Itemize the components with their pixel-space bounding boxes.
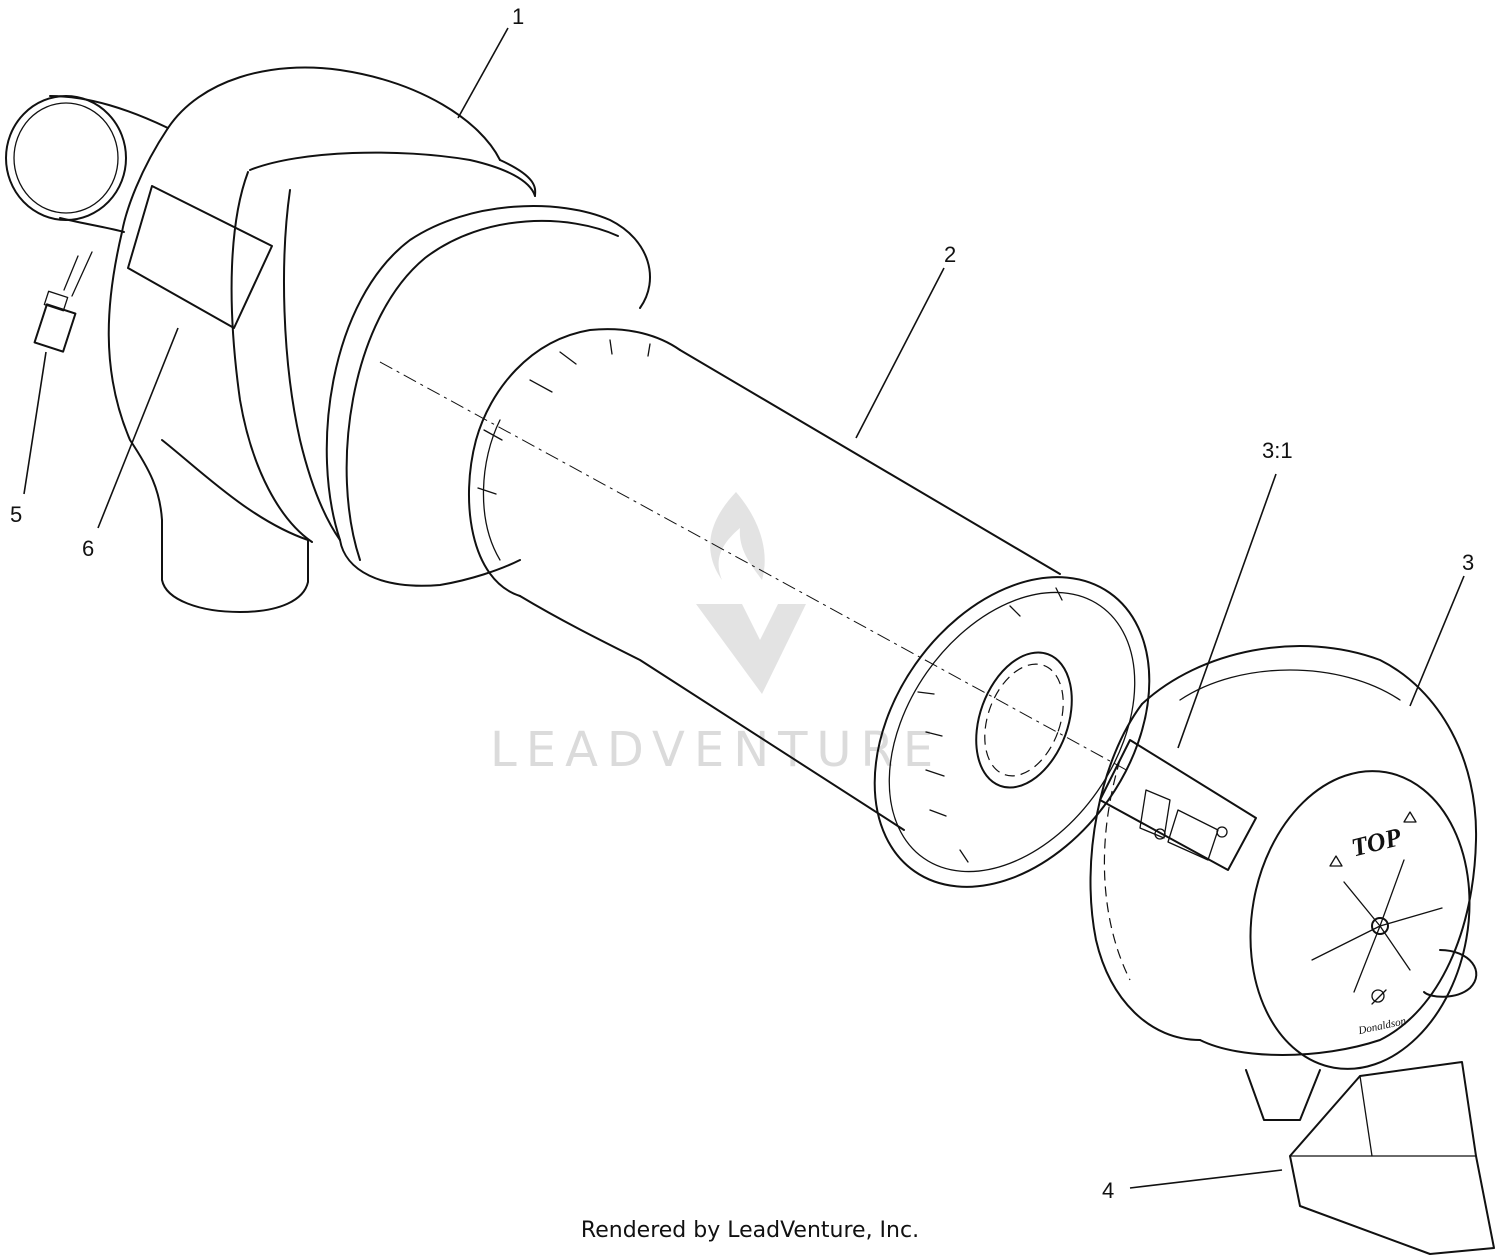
leader-lines	[23, 27, 1465, 1189]
callout-4: 4	[1102, 1178, 1114, 1203]
part-filter-element	[467, 328, 1151, 888]
watermark-flame-icon	[710, 492, 765, 580]
callout-3: 3	[1462, 550, 1474, 575]
part-cover-clip	[1099, 739, 1257, 871]
callout-1: 1	[512, 4, 524, 29]
callout-3-1: 3:1	[1262, 438, 1293, 463]
part-housing-ring	[325, 205, 651, 587]
callout-5: 5	[10, 502, 22, 527]
watermark-v-icon	[696, 604, 806, 694]
cover-brand-label: Donaldson	[1356, 1015, 1407, 1037]
callout-6: 6	[82, 536, 94, 561]
cover-rib-star-icon	[1311, 859, 1443, 993]
donaldson-logo-icon	[1371, 989, 1387, 1005]
part-cover: TOP Donaldson	[1089, 645, 1478, 1121]
part-vacuator-valve	[1289, 1061, 1495, 1255]
watermark: LEADVENTURE	[490, 492, 942, 778]
center-axis-line	[379, 361, 1131, 773]
part-housing	[5, 66, 537, 613]
watermark-text: LEADVENTURE	[490, 722, 942, 778]
render-credit: Rendered by LeadVenture, Inc.	[580, 1218, 920, 1243]
callouts: 1 2 3:1 3 4 5 6	[10, 4, 1474, 1203]
cover-top-label: TOP	[1348, 822, 1405, 863]
callout-2: 2	[944, 242, 956, 267]
